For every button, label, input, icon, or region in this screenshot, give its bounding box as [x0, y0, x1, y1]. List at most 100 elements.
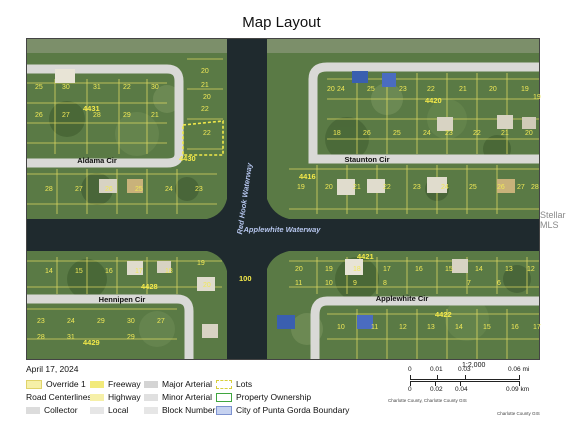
lot-number: 31 — [67, 334, 75, 341]
legend-major-arterial: Major Arterial — [144, 379, 212, 389]
lot-number: 21 — [151, 112, 159, 119]
lot-number: 7 — [467, 280, 471, 287]
legend-highway-label: Highway — [108, 392, 141, 402]
lot-number: 19 — [297, 184, 305, 191]
mi-tick-0: 0 — [408, 366, 412, 373]
lot-number: 15 — [75, 268, 83, 275]
mi-tick-2: 0.03 — [458, 366, 471, 373]
block-number-swatch — [144, 406, 158, 414]
legend-property-ownership: Property Ownership — [216, 392, 311, 402]
lot-number: 19 — [533, 94, 541, 101]
watermark: Stellar MLS — [540, 210, 566, 230]
block-100: 100 — [239, 274, 252, 283]
lot-number: 26 — [497, 184, 505, 191]
lot-number: 25 — [367, 86, 375, 93]
lot-number: 18 — [165, 268, 173, 275]
lot-number: 30 — [127, 318, 135, 325]
lot-number: 29 — [127, 334, 135, 341]
lot-number: 20 — [489, 86, 497, 93]
lot-number: 21 — [459, 86, 467, 93]
aerial-map-svg[interactable]: Aldama Cir Staunton Cir Hennipen Cir App… — [27, 39, 541, 359]
lot-number: 18 — [353, 266, 361, 273]
mi-scale — [410, 372, 520, 380]
lot-number: 15 — [445, 266, 453, 273]
lot-number: 20 — [327, 86, 335, 93]
lot-number: 22 — [427, 86, 435, 93]
lot-number: 17 — [533, 324, 541, 331]
lot-lines — [27, 58, 539, 359]
lot-number: 17 — [383, 266, 391, 273]
legend-block-number: Block Number — [144, 405, 215, 415]
hennipen-road — [27, 294, 194, 359]
legend-local-label: Local — [108, 405, 129, 415]
lot-number: 8 — [383, 280, 387, 287]
legend-local: Local — [90, 405, 128, 415]
lot-number: 26 — [105, 186, 113, 193]
legend-freeway: Freeway — [90, 379, 141, 389]
lot-number: 27 — [62, 112, 70, 119]
lot-number: 19 — [325, 266, 333, 273]
map-view[interactable]: Aldama Cir Staunton Cir Hennipen Cir App… — [26, 38, 541, 360]
aldama-road — [27, 64, 184, 168]
lot-number: 24 — [441, 184, 449, 191]
lot-number: 16 — [511, 324, 519, 331]
mi-tick-3: 0.06 mi — [508, 366, 530, 373]
lot-number: 21 — [501, 130, 509, 137]
staunton-road — [308, 62, 539, 164]
property-ownership-swatch — [216, 392, 232, 402]
block-4421: 4421 — [357, 252, 374, 261]
lot-number: 23 — [399, 86, 407, 93]
minor-arterial-swatch — [144, 393, 158, 401]
km-tick-0: 0 — [408, 386, 412, 393]
block-4429: 4429 — [83, 338, 100, 347]
map-title: Map Layout — [242, 14, 321, 31]
lot-number: 14 — [475, 266, 483, 273]
lot-number: 16 — [415, 266, 423, 273]
block-4430: 4430 — [179, 154, 196, 163]
block-4431: 4431 — [83, 104, 100, 113]
lot-number: 20 — [325, 184, 333, 191]
legend-property-ownership-label: Property Ownership — [236, 392, 312, 402]
scale-ratio: 1:2,000 — [462, 362, 486, 369]
lot-number: 24 — [337, 86, 345, 93]
lot-number: 20 — [203, 94, 211, 101]
label-staunton-cir: Staunton Cir — [345, 155, 390, 164]
subject-lot[interactable] — [182, 120, 224, 156]
lot-number: 25 — [393, 130, 401, 137]
legend-road-centerlines-label: Road Centerlines — [26, 392, 92, 402]
map-date: April 17, 2024 — [26, 364, 79, 374]
km-tick-3: 0.09 km — [506, 386, 530, 393]
km-scale — [410, 381, 520, 387]
override-swatch — [26, 379, 42, 389]
lot-number: 22 — [473, 130, 481, 137]
lot-number: 11 — [371, 324, 378, 331]
lot-number: 27 — [517, 184, 525, 191]
lot-number: 20 — [201, 68, 209, 75]
legend-override: Override 1 — [26, 379, 86, 389]
city-boundary-swatch — [216, 405, 232, 415]
lot-number: 28 — [93, 112, 101, 119]
lot-number: 14 — [45, 268, 53, 275]
lot-number: 26 — [35, 112, 43, 119]
block-4420: 4420 — [425, 96, 442, 105]
lot-number: 9 — [353, 280, 357, 287]
highway-swatch — [90, 393, 104, 401]
lot-number: 10 — [325, 280, 333, 287]
block-numbers: 4431 4430 4420 4416 4428 4429 4421 4422 … — [83, 96, 452, 347]
lot-number: 22 — [383, 184, 391, 191]
lot-number: 12 — [527, 266, 535, 273]
lot-number: 13 — [427, 324, 435, 331]
lot-number: 23 — [37, 318, 45, 325]
legend-override-label: Override 1 — [46, 379, 86, 389]
lots-swatch — [216, 379, 232, 389]
mi-tick-1: 0.01 — [430, 366, 443, 373]
label-hennipen-cir: Hennipen Cir — [99, 295, 146, 304]
legend-road-centerlines: Road Centerlines — [26, 392, 92, 402]
legend-collector: Collector — [26, 405, 78, 415]
lot-number: 20 — [203, 282, 211, 289]
lot-number: 15 — [483, 324, 491, 331]
credit-left: Charlotte County, Charlotte County GIS — [388, 398, 467, 403]
houses — [55, 69, 536, 338]
lot-number: 23 — [195, 186, 203, 193]
